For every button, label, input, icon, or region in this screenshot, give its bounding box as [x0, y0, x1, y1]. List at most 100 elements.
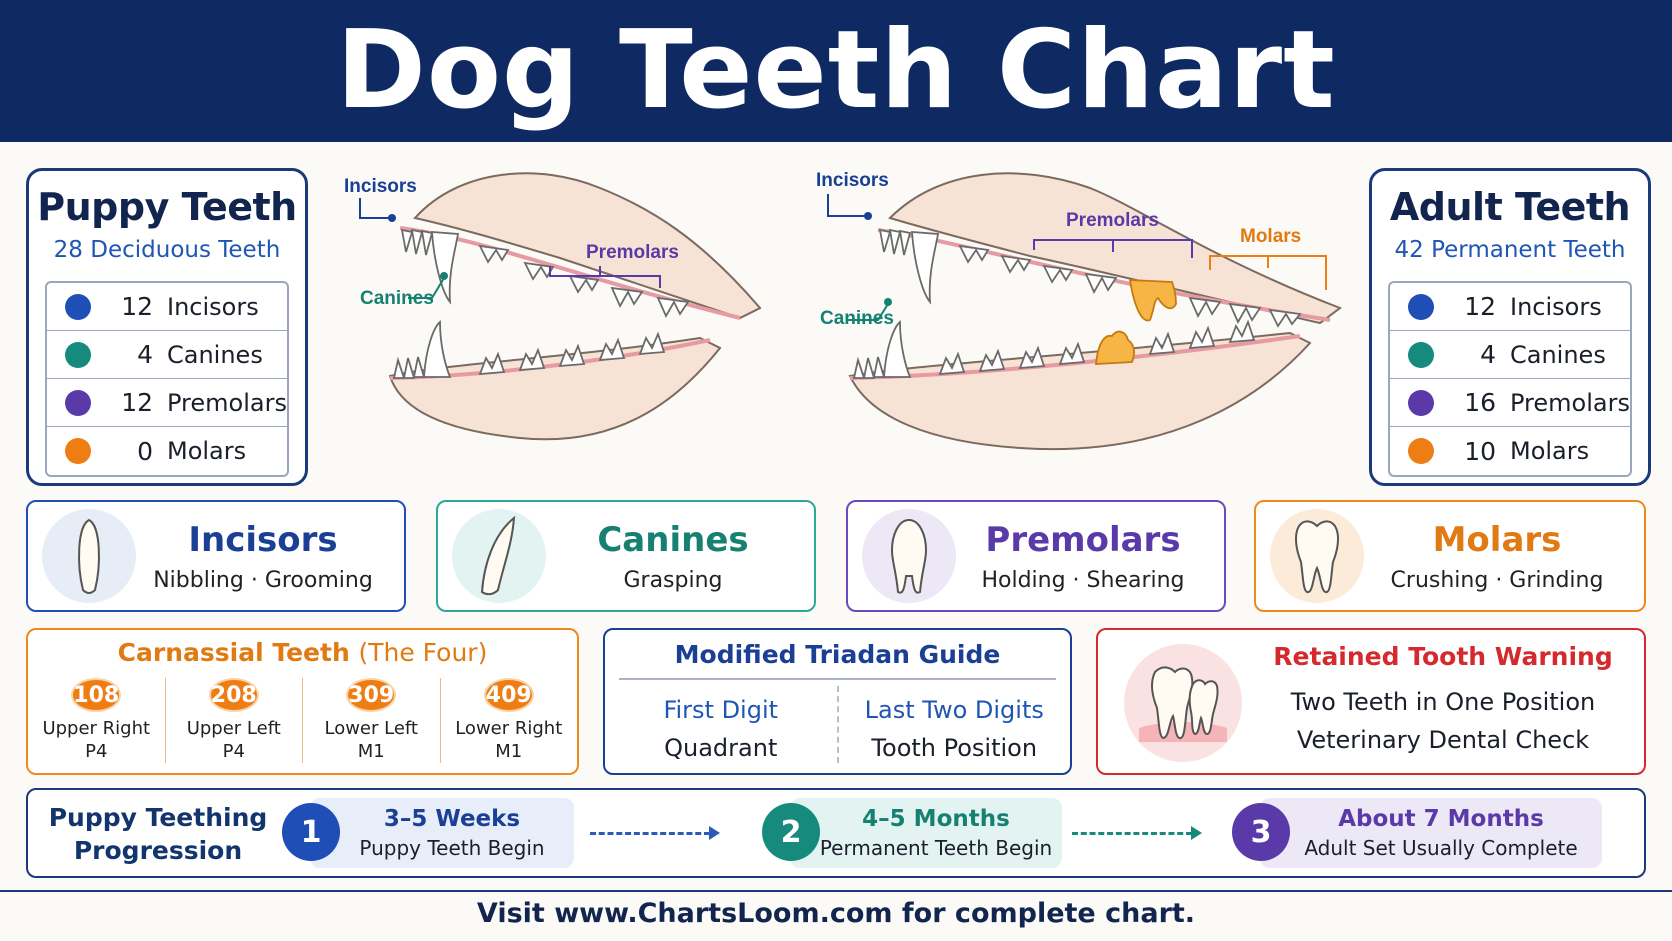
canine-tooth-icon	[452, 509, 546, 603]
adult-row-premolars: 16 Premolars	[1390, 379, 1630, 427]
tooth-location-line2: P4	[222, 740, 245, 762]
progression-step-1: 1 3–5 Weeks Puppy Teeth Begin	[282, 798, 574, 868]
tooth-code-badge: 309	[346, 678, 397, 712]
incisors-dot-icon	[65, 293, 91, 320]
puppy-panel-title: Puppy Teeth	[37, 185, 297, 229]
tooth-location-line2: M1	[495, 740, 523, 762]
adult-skull-icon	[827, 172, 1343, 451]
carnassial-title-note: (The Four)	[358, 638, 488, 667]
tooth-location-line1: Upper Left	[186, 718, 281, 739]
molars-card-title: Molars	[1432, 519, 1562, 560]
triadan-columns: First Digit Quadrant Last Two Digits Too…	[605, 686, 1070, 763]
puppy-premolars-label: Premolars	[586, 242, 679, 263]
incisor-tooth-icon	[42, 509, 136, 603]
warning-title: Retained Tooth Warning	[1273, 642, 1613, 671]
count-value: 4	[137, 340, 153, 369]
premolars-card-title: Premolars	[985, 519, 1181, 560]
adult-row-canines: 4 Canines	[1390, 331, 1630, 379]
arrow-icon	[590, 826, 720, 840]
retained-tooth-warning-panel: Retained Tooth Warning Two Teeth in One …	[1096, 628, 1646, 775]
footer-text: Visit www.ChartsLoom.com for complete ch…	[476, 898, 1196, 929]
count-value: 12	[1464, 292, 1496, 321]
canines-card-desc: Grasping	[623, 567, 723, 593]
adult-canines-label: Canines	[820, 308, 894, 329]
puppy-incisors-label: Incisors	[344, 176, 417, 197]
step-sub: Permanent Teeth Begin	[819, 836, 1053, 860]
adult-panel-title: Adult Teeth	[1389, 185, 1631, 229]
retained-teeth-icon	[1124, 644, 1242, 762]
premolar-tooth-icon	[862, 509, 956, 603]
count-label: Molars	[1510, 437, 1590, 465]
count-label: Molars	[167, 437, 247, 465]
tooth-code-badge: 108	[71, 678, 122, 712]
puppy-row-canines: 4 Canines	[47, 331, 287, 379]
puppy-skull-icon	[359, 172, 762, 441]
puppy-row-premolars: 12 Premolars	[47, 379, 287, 427]
step-sub: Puppy Teeth Begin	[359, 836, 545, 860]
adult-row-molars: 10 Molars	[1390, 427, 1630, 475]
triadan-first-digit: First Digit Quadrant	[605, 686, 839, 763]
progression-title: Puppy Teething Progression	[48, 803, 268, 865]
count-value: 10	[1464, 436, 1496, 466]
puppy-row-incisors: 12 Incisors	[47, 283, 287, 331]
step-number-badge: 3	[1232, 803, 1290, 861]
page-title: Dog Teeth Chart	[336, 8, 1336, 133]
incisors-card-title: Incisors	[188, 519, 338, 560]
arrow-icon	[1072, 826, 1202, 840]
adult-incisors-label: Incisors	[816, 170, 889, 191]
count-value: 0	[137, 436, 153, 466]
adult-count-table: 12 Incisors 4 Canines 16 Premolars 10 Mo…	[1388, 281, 1632, 477]
count-value: 12	[121, 292, 153, 321]
puppy-teeth-panel: Puppy Teeth 28 Deciduous Teeth 12 Inciso…	[26, 168, 308, 486]
triadan-last-two-digits: Last Two Digits Tooth Position	[839, 686, 1071, 763]
canines-dot-icon	[65, 341, 91, 368]
adult-teeth-panel: Adult Teeth 42 Permanent Teeth 12 Inciso…	[1369, 168, 1651, 486]
step-text: About 7 Months Adult Set Usually Complet…	[1260, 806, 1602, 860]
premolars-dot-icon	[65, 389, 91, 416]
adult-premolars-label: Premolars	[1066, 210, 1159, 231]
molars-dot-icon	[1408, 438, 1434, 464]
step-head: About 7 Months	[1338, 806, 1544, 832]
count-label: Canines	[167, 340, 263, 369]
count-label: Incisors	[1510, 292, 1602, 321]
step-text: 4–5 Months Permanent Teeth Begin	[790, 806, 1062, 860]
triadan-title: Modified Triadan Guide	[674, 640, 1001, 669]
count-value: 16	[1464, 388, 1496, 417]
premolars-function-card: Premolars Holding · Shearing	[846, 500, 1226, 612]
count-label: Incisors	[167, 292, 259, 321]
footer-divider	[0, 890, 1672, 892]
triadan-col-value: Quadrant	[664, 734, 778, 762]
molars-function-card: Molars Crushing · Grinding	[1254, 500, 1646, 612]
molar-tooth-icon	[1270, 509, 1364, 603]
incisors-function-card: Incisors Nibbling · Grooming	[26, 500, 406, 612]
molars-dot-icon	[65, 438, 91, 464]
adult-jaw-illustration: Incisors Canines Premolars Molars	[790, 158, 1350, 478]
tooth-code-badge: 409	[483, 678, 534, 712]
step-sub: Adult Set Usually Complete	[1304, 836, 1578, 860]
puppy-panel-subtitle: 28 Deciduous Teeth	[53, 237, 281, 263]
count-value: 4	[1480, 340, 1496, 369]
step-head: 4–5 Months	[862, 806, 1010, 832]
count-value: 12	[121, 388, 153, 417]
canines-card-title: Canines	[597, 519, 749, 560]
header-banner: Dog Teeth Chart	[0, 0, 1672, 142]
triadan-divider	[619, 678, 1056, 680]
adult-row-incisors: 12 Incisors	[1390, 283, 1630, 331]
carnassial-teeth-panel: Carnassial Teeth (The Four) 108 Upper Ri…	[26, 628, 579, 775]
canines-function-card: Canines Grasping	[436, 500, 816, 612]
incisors-card-desc: Nibbling · Grooming	[153, 567, 373, 593]
progression-step-2: 2 4–5 Months Permanent Teeth Begin	[762, 798, 1062, 868]
incisors-dot-icon	[1408, 293, 1434, 320]
carnassial-title: Carnassial Teeth (The Four)	[28, 638, 577, 667]
step-number-badge: 1	[282, 803, 340, 861]
count-label: Canines	[1510, 340, 1606, 369]
count-label: Premolars	[167, 388, 287, 417]
